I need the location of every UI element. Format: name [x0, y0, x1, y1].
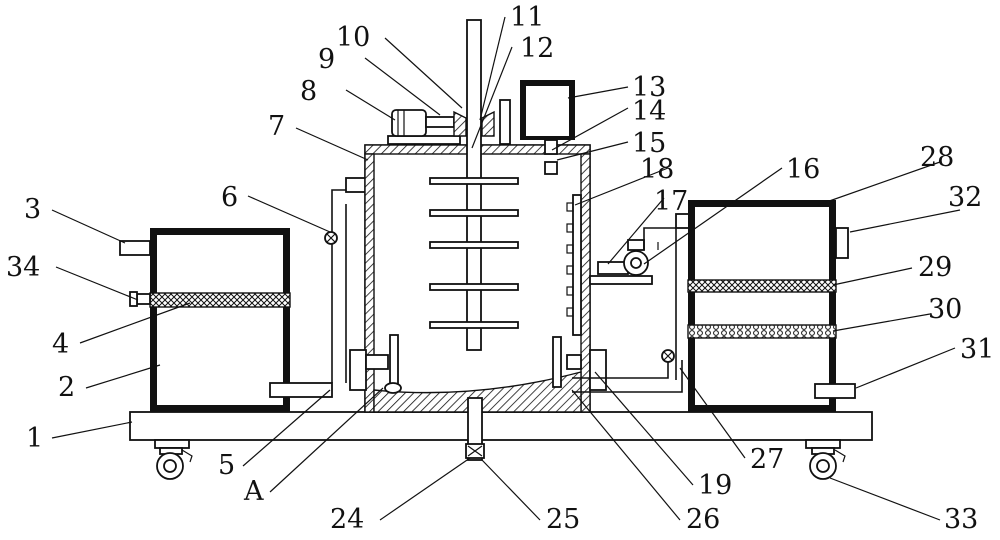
label-4: 4 — [52, 329, 69, 360]
label-10: 10 — [336, 22, 370, 53]
label-1: 1 — [26, 423, 43, 454]
left-tank — [119, 228, 333, 412]
label-2: 2 — [58, 372, 75, 403]
label-16: 16 — [786, 154, 820, 185]
label-31: 31 — [960, 334, 994, 365]
label-13: 13 — [632, 72, 666, 103]
label-25: 25 — [546, 504, 580, 535]
label-19: 19 — [698, 470, 732, 501]
label-8: 8 — [300, 76, 317, 107]
label-12: 12 — [520, 33, 554, 64]
part-labels: 1 2 3 34 4 5 A 6 7 8 9 10 11 12 13 14 15… — [6, 2, 994, 535]
label-33: 33 — [944, 504, 978, 535]
label-5: 5 — [218, 450, 235, 481]
label-9: 9 — [318, 44, 335, 75]
label-11: 11 — [510, 2, 544, 33]
label-14: 14 — [632, 96, 666, 127]
label-28: 28 — [920, 142, 954, 173]
label-27: 27 — [750, 444, 784, 475]
label-18: 18 — [640, 154, 674, 185]
label-A: A — [243, 476, 264, 507]
label-26: 26 — [686, 504, 720, 535]
leader-lines — [51, 16, 961, 521]
label-29: 29 — [918, 252, 952, 283]
right-wheel — [805, 439, 846, 480]
label-34: 34 — [6, 252, 40, 283]
label-17: 17 — [654, 186, 688, 217]
label-30: 30 — [928, 294, 962, 325]
label-24: 24 — [330, 504, 364, 535]
feed-hopper — [520, 80, 575, 175]
base-platform — [129, 411, 873, 441]
label-15: 15 — [632, 128, 666, 159]
bottom-outlet — [465, 397, 485, 461]
stirring-shaft — [429, 19, 519, 351]
right-tank — [687, 200, 856, 412]
left-wheel — [154, 439, 193, 480]
label-6: 6 — [221, 182, 238, 213]
label-3: 3 — [24, 194, 41, 225]
label-32: 32 — [948, 182, 982, 213]
label-7: 7 — [268, 111, 285, 142]
top-drive — [387, 99, 511, 145]
